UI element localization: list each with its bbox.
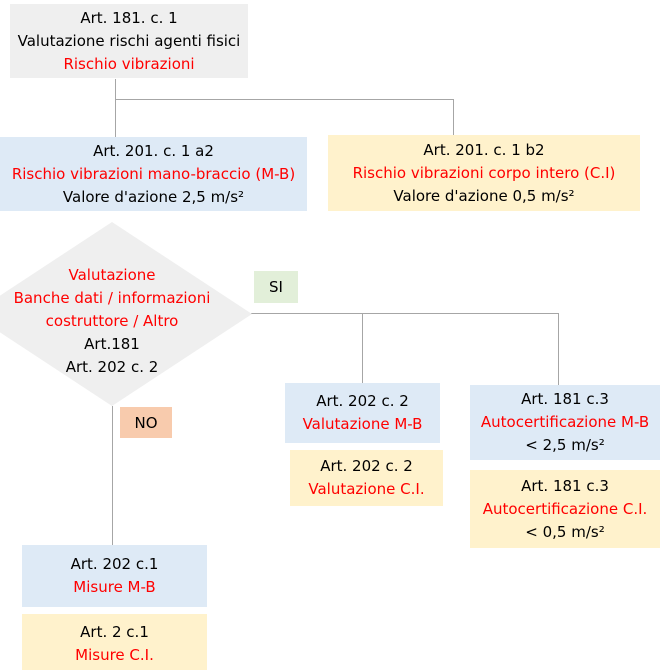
connector-ci-vertical	[453, 99, 454, 135]
node-article: Art. 202 c.1	[70, 555, 159, 573]
node-misure-mb: Art. 202 c.1 Misure M-B	[22, 545, 207, 607]
node-value: < 0,5 m/s²	[525, 522, 605, 541]
node-article: Art. 181. c. 1	[80, 8, 178, 27]
node-article: Art. 202 c. 2	[316, 392, 409, 410]
node-title: Valutazione rischi agenti fisici	[17, 31, 241, 50]
node-highlight: Valutazione C.I.	[308, 480, 425, 498]
node-highlight: Rischio vibrazioni corpo intero (C.I)	[352, 163, 616, 182]
node-article: Art. 201. c. 1 b2	[423, 140, 545, 159]
branch-label-si: SI	[254, 271, 298, 303]
connector-no-vertical	[112, 406, 113, 545]
node-value: Valore d'azione 2,5 m/s²	[62, 187, 245, 206]
node-highlight: Autocertificazione C.I.	[482, 499, 648, 518]
connector-si-horizontal	[251, 313, 559, 314]
node-value: Valore d'azione 0,5 m/s²	[393, 186, 575, 205]
node-article: Art. 181 c.3	[521, 476, 609, 495]
node-valutazione-ci: Art. 202 c. 2 Valutazione C.I.	[290, 450, 443, 506]
node-article: Art.181	[84, 334, 140, 353]
node-highlight: Rischio vibrazioni	[63, 54, 195, 73]
node-rischio-corpo-intero: Art. 201. c. 1 b2 Rischio vibrazioni cor…	[328, 135, 640, 211]
node-article: Art. 202 c. 2	[65, 357, 159, 376]
node-valutazione-mb: Art. 202 c. 2 Valutazione M-B	[285, 383, 440, 443]
node-valutazione-rischi-root: Art. 181. c. 1 Valutazione rischi agenti…	[10, 4, 248, 78]
node-highlight: Misure C.I.	[75, 646, 154, 664]
node-autocertificazione-ci: Art. 181 c.3 Autocertificazione C.I. < 0…	[470, 470, 660, 548]
branch-label-no: NO	[120, 407, 172, 438]
node-article: Art. 181 c.3	[521, 390, 609, 408]
node-article: Art. 202 c. 2	[320, 457, 413, 475]
connector-valutazione-vertical	[362, 313, 363, 383]
node-highlight: Autocertificazione M-B	[480, 413, 650, 431]
connector-top-horizontal	[115, 99, 454, 100]
node-highlight: Misure M-B	[73, 578, 156, 596]
node-highlight: costruttore / Altro	[45, 311, 179, 330]
node-article: Art. 2 c.1	[80, 623, 149, 641]
node-rischio-mano-braccio: Art. 201. c. 1 a2 Rischio vibrazioni man…	[0, 137, 307, 211]
node-article: Art. 201. c. 1 a2	[93, 141, 214, 160]
node-highlight: Valutazione	[68, 265, 156, 284]
node-value: < 2,5 m/s²	[525, 436, 605, 454]
node-autocertificazione-mb: Art. 181 c.3 Autocertificazione M-B < 2,…	[470, 385, 660, 460]
connector-top-vertical	[115, 79, 116, 137]
node-decision-valutazione: Valutazione Banche dati / informazioni c…	[0, 222, 252, 406]
node-misure-ci: Art. 2 c.1 Misure C.I.	[22, 614, 207, 670]
node-highlight: Banche dati / informazioni	[13, 288, 211, 307]
connector-autocert-vertical	[558, 313, 559, 385]
node-highlight: Valutazione M-B	[302, 415, 423, 433]
node-highlight: Rischio vibrazioni mano-braccio (M-B)	[11, 164, 296, 183]
